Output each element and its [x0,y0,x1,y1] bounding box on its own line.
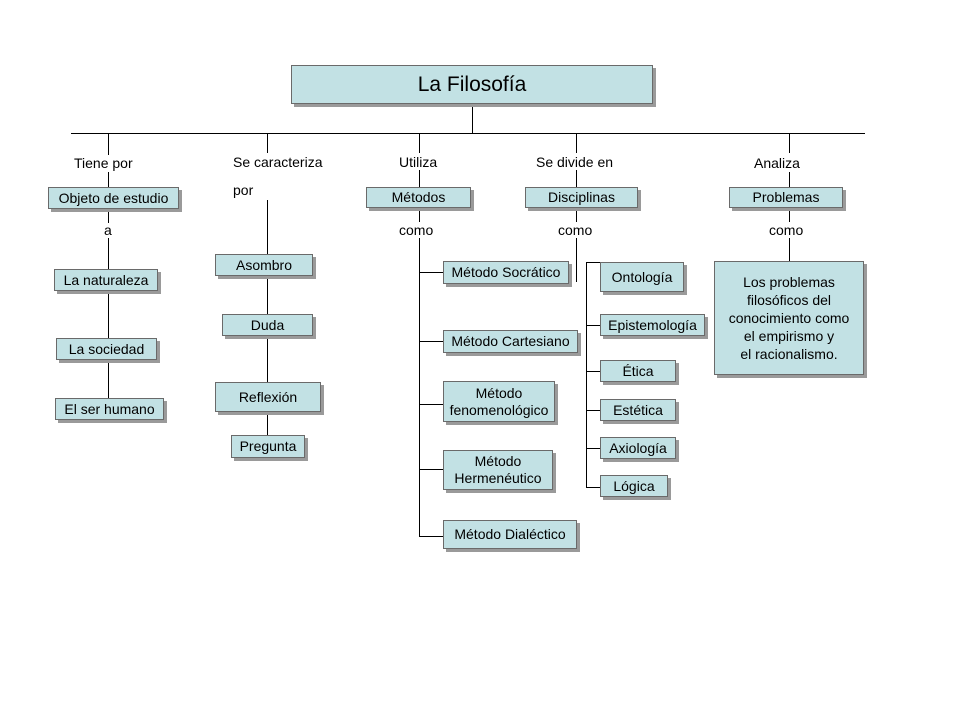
node-la-naturaleza: La naturaleza [54,269,158,291]
node-estetica: Estética [600,399,676,421]
node-metodos: Métodos [366,187,471,208]
node-disciplinas: Disciplinas [525,187,638,208]
connector-word-a: a [104,222,112,238]
connector-line [586,487,600,488]
connector-line [108,360,109,399]
branch-label-analiza: Analiza [754,155,800,171]
connector-line [586,262,587,487]
connector-line [419,469,443,470]
connector-line [108,238,109,270]
connector-line [576,238,577,282]
connector-line [419,170,420,187]
node-la-sociedad: La sociedad [56,338,157,360]
connector-line [576,133,577,153]
node-metodo-hermeneutico: Método Hermenéutico [443,450,553,490]
connector-line [108,133,109,155]
connector-line [472,104,473,133]
branch-label-por: por [233,182,254,198]
connector-line [576,208,577,222]
connector-line [586,325,600,326]
node-logica: Lógica [600,475,668,497]
node-ontologia: Ontología [600,262,684,292]
connector-line [267,276,268,315]
branch-label-utiliza: Utiliza [399,154,438,170]
node-metodo-dialectico: Método Dialéctico [443,520,577,549]
connector-line [419,238,420,536]
node-problemas-detalle: Los problemas filosóficos del conocimien… [714,261,864,375]
connector-line [419,536,443,537]
connector-word-como: como [399,222,434,238]
connector-line [108,291,109,338]
connector-line [789,208,790,222]
root-node: La Filosofía [291,65,653,104]
node-el-ser-humano: El ser humano [55,398,164,420]
branch-label-se-caracteriza: Se caracteriza [233,154,323,170]
connector-line [71,133,865,134]
node-etica: Ética [600,360,676,382]
branch-label-se-divide-en: Se divide en [536,154,614,170]
node-reflexion: Reflexión [215,382,321,412]
connector-line [419,404,443,405]
connector-line [789,238,790,261]
node-asombro: Asombro [215,254,313,276]
node-metodo-socratico: Método Socrático [443,261,569,284]
connector-line [576,170,577,187]
node-epistemologia: Epistemología [600,314,705,336]
connector-line [419,133,420,153]
node-objeto-de-estudio: Objeto de estudio [48,187,179,209]
connector-line [789,172,790,187]
connector-line [267,412,268,436]
connector-word-como: como [769,222,804,238]
node-metodo-cartesiano: Método Cartesiano [443,330,578,353]
connector-line [586,262,600,263]
connector-line [267,336,268,383]
connector-line [586,371,600,372]
node-axiologia: Axiología [600,437,676,459]
connector-line [419,272,443,273]
connector-line [419,208,420,222]
connector-line [586,410,600,411]
node-pregunta: Pregunta [231,435,305,458]
branch-label-tiene-por: Tiene por [74,155,133,171]
node-problemas: Problemas [729,187,843,208]
connector-line [267,200,268,255]
node-metodo-fenomenologico: Método fenomenológico [443,381,555,422]
connector-line [108,172,109,188]
connector-line [108,209,109,223]
connector-line [586,448,600,449]
connector-line [789,133,790,153]
connector-word-como: como [558,222,593,238]
connector-line [267,133,268,153]
connector-line [419,341,443,342]
node-duda: Duda [222,314,313,336]
